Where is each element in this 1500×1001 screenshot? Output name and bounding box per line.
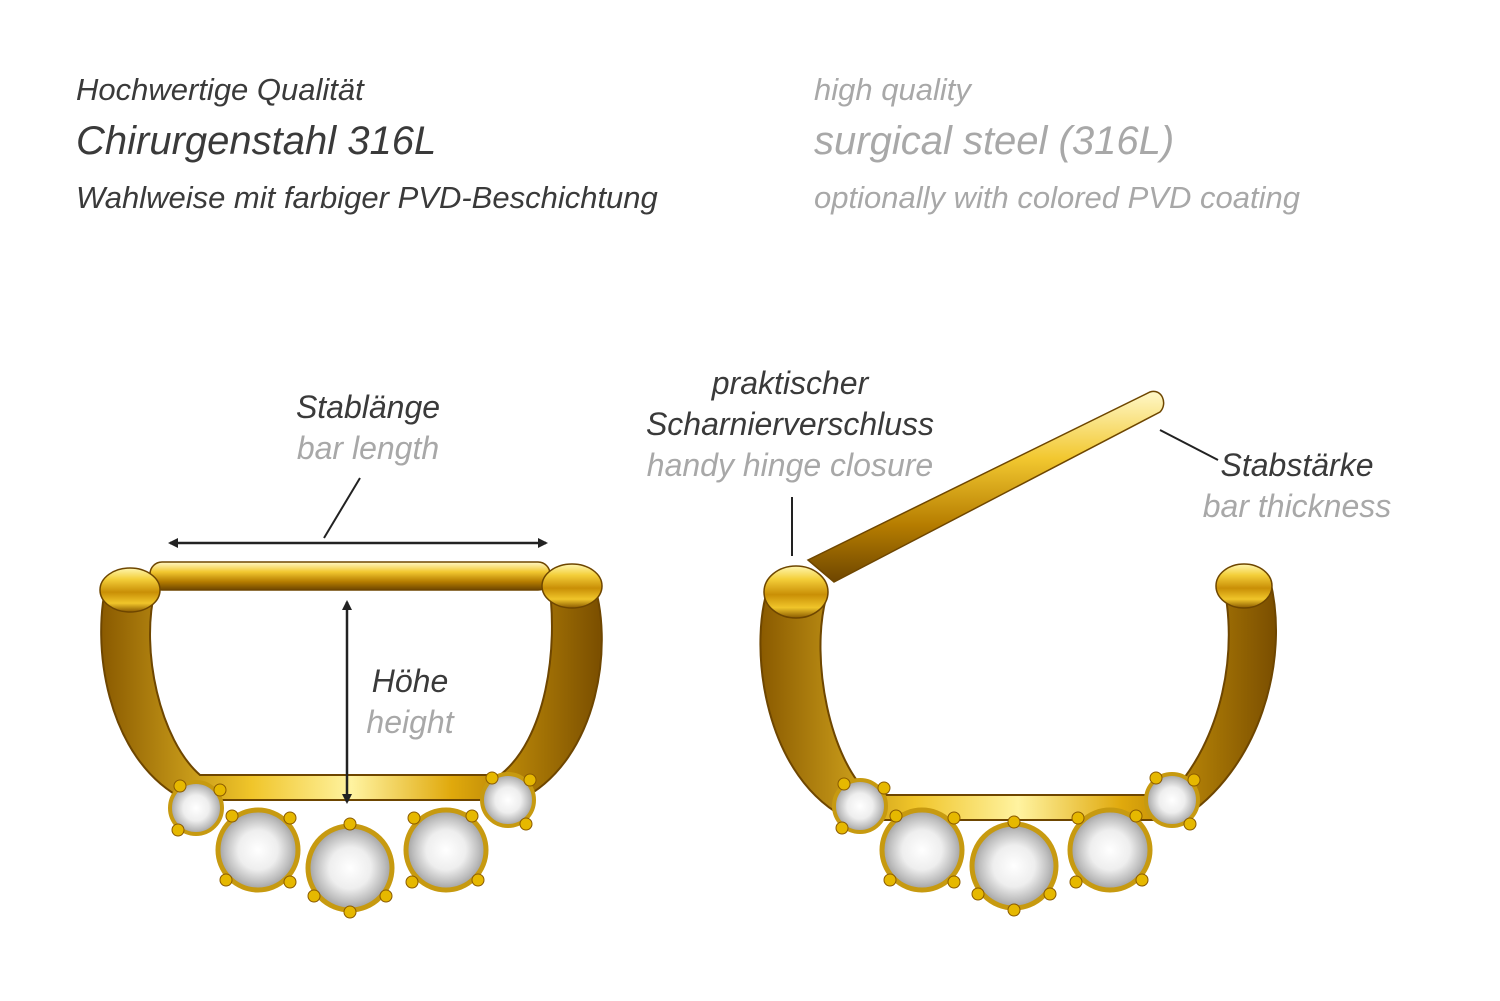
thickness-leader [1159, 429, 1219, 461]
thickness-label-de: Stabstärke [1220, 447, 1374, 483]
gem-row-left [168, 771, 537, 919]
thickness-label-en: bar thickness [1202, 488, 1392, 524]
bar-length-leader [323, 477, 361, 539]
quality-en: high quality [814, 72, 971, 107]
bar-length-label-de: Stablänge [295, 389, 441, 425]
material-en: surgical steel (316L) [814, 119, 1175, 163]
material-de: Chirurgenstahl 316L [76, 119, 437, 163]
bar-length-label-en: bar length [296, 430, 440, 466]
coating-en: optionally with colored PVD coating [814, 180, 1300, 215]
clicker-closed [99, 561, 603, 919]
height-label-en: height [366, 704, 454, 740]
quality-de: Hochwertige Qualität [76, 72, 364, 107]
height-label-de: Höhe [371, 663, 449, 699]
hinge-label-de-1: praktischer [711, 365, 869, 401]
hinge-label-en: handy hinge closure [646, 447, 934, 483]
clicker-open [759, 390, 1277, 917]
ring-body-left [100, 567, 603, 801]
coating-de: Wahlweise mit farbiger PVD-Beschichtung [76, 180, 658, 215]
gem-row-right [832, 771, 1201, 917]
hinge-label-de-2: Scharnierverschluss [645, 406, 935, 442]
open-bar [806, 390, 1165, 583]
top-bar-left [149, 561, 551, 591]
